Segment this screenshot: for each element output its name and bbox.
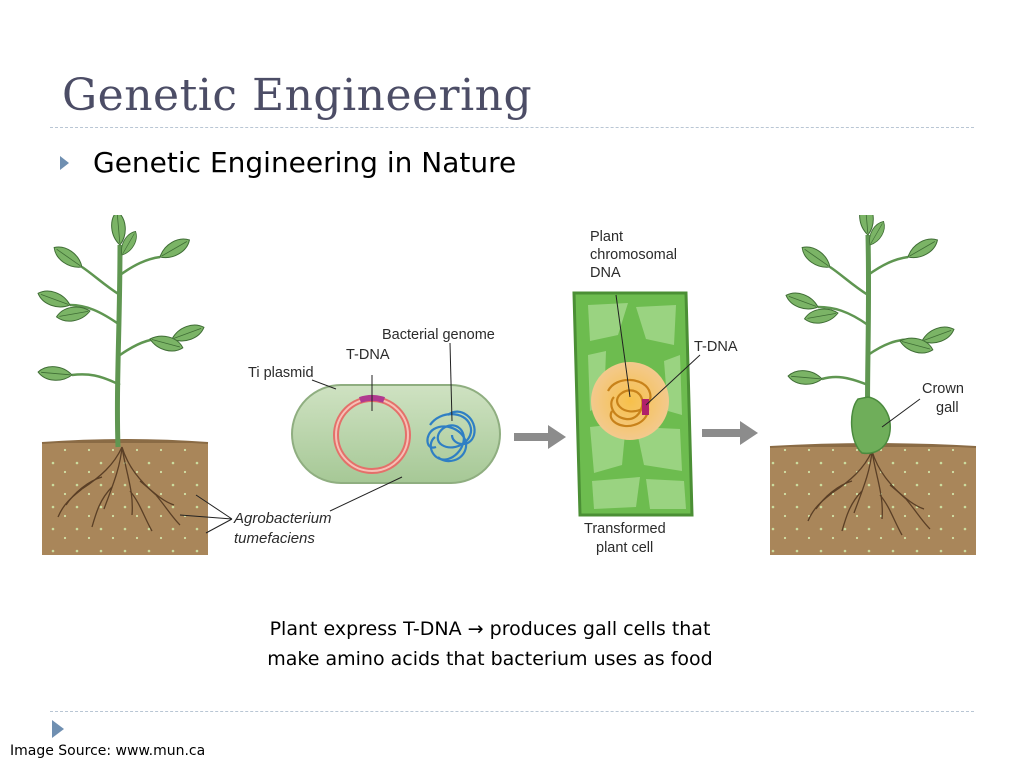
caption-line-1: Plant express T-DNA → produces gall cell… <box>269 618 711 640</box>
bullet-item: Genetic Engineering in Nature <box>60 146 516 179</box>
title-divider <box>50 127 974 128</box>
label-t-dna-plasmid: T-DNA <box>346 347 390 363</box>
bacterial-genome-coil <box>426 410 476 463</box>
label-transformed: Transformed <box>584 521 666 537</box>
process-arrow-icon <box>702 421 758 445</box>
transformed-plant-cell <box>572 291 701 517</box>
label-ti-plasmid: Ti plasmid <box>248 365 314 381</box>
caption: Plant express T-DNA → produces gall cell… <box>190 614 790 674</box>
label-dna: DNA <box>590 265 621 281</box>
bullet-triangle-icon <box>60 155 69 170</box>
integrated-t-dna <box>642 399 649 415</box>
label-plant: Plant <box>590 229 623 245</box>
label-bacterial-genome: Bacterial genome <box>382 327 495 343</box>
label-t-dna-cell: T-DNA <box>694 339 738 355</box>
crown-gall-tumor <box>850 396 891 455</box>
label-plant-cell: plant cell <box>596 540 653 556</box>
caption-line-2: make amino acids that bacterium uses as … <box>267 648 713 670</box>
label-agrobacterium: Agrobacterium <box>233 510 332 527</box>
image-source: Image Source: www.mun.ca <box>10 743 206 759</box>
infected-plant <box>769 215 977 555</box>
label-tumefaciens: tumefaciens <box>234 530 315 547</box>
slide-title: Genetic Engineering <box>62 70 533 121</box>
label-chromosomal: chromosomal <box>590 247 677 263</box>
label-gall: gall <box>936 400 959 416</box>
healthy-plant <box>35 215 209 555</box>
process-arrow-icon <box>514 425 566 449</box>
agrobacterium-cell <box>291 342 501 512</box>
footer-triangle-icon <box>52 720 64 738</box>
label-crown: Crown <box>922 381 964 397</box>
agrobacterium-diagram: Ti plasmid T-DNA Bacterial genome Agroba… <box>35 215 977 556</box>
footer-divider <box>50 711 974 712</box>
bullet-text: Genetic Engineering in Nature <box>93 146 517 179</box>
